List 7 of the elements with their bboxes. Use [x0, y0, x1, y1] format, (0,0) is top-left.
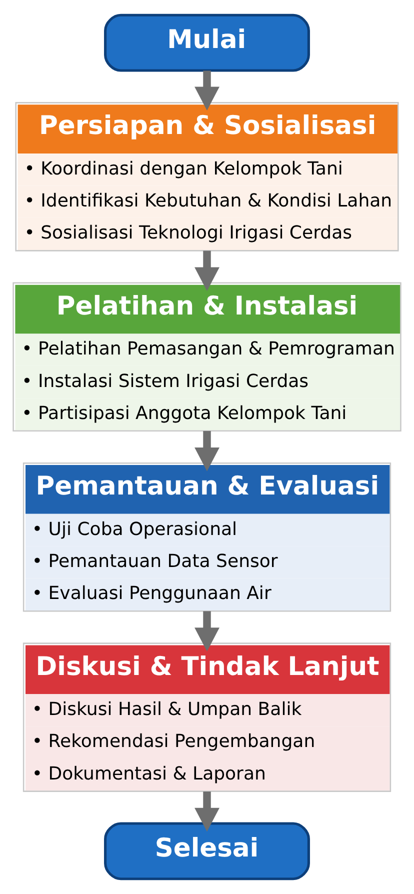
- arrow: [194, 611, 220, 652]
- node-box: Mulai: [104, 14, 310, 72]
- arrow: [194, 792, 220, 832]
- node-box: Selesai: [104, 822, 310, 880]
- arrow: [194, 430, 220, 472]
- arrow: [194, 70, 220, 110]
- arrow: [194, 250, 220, 291]
